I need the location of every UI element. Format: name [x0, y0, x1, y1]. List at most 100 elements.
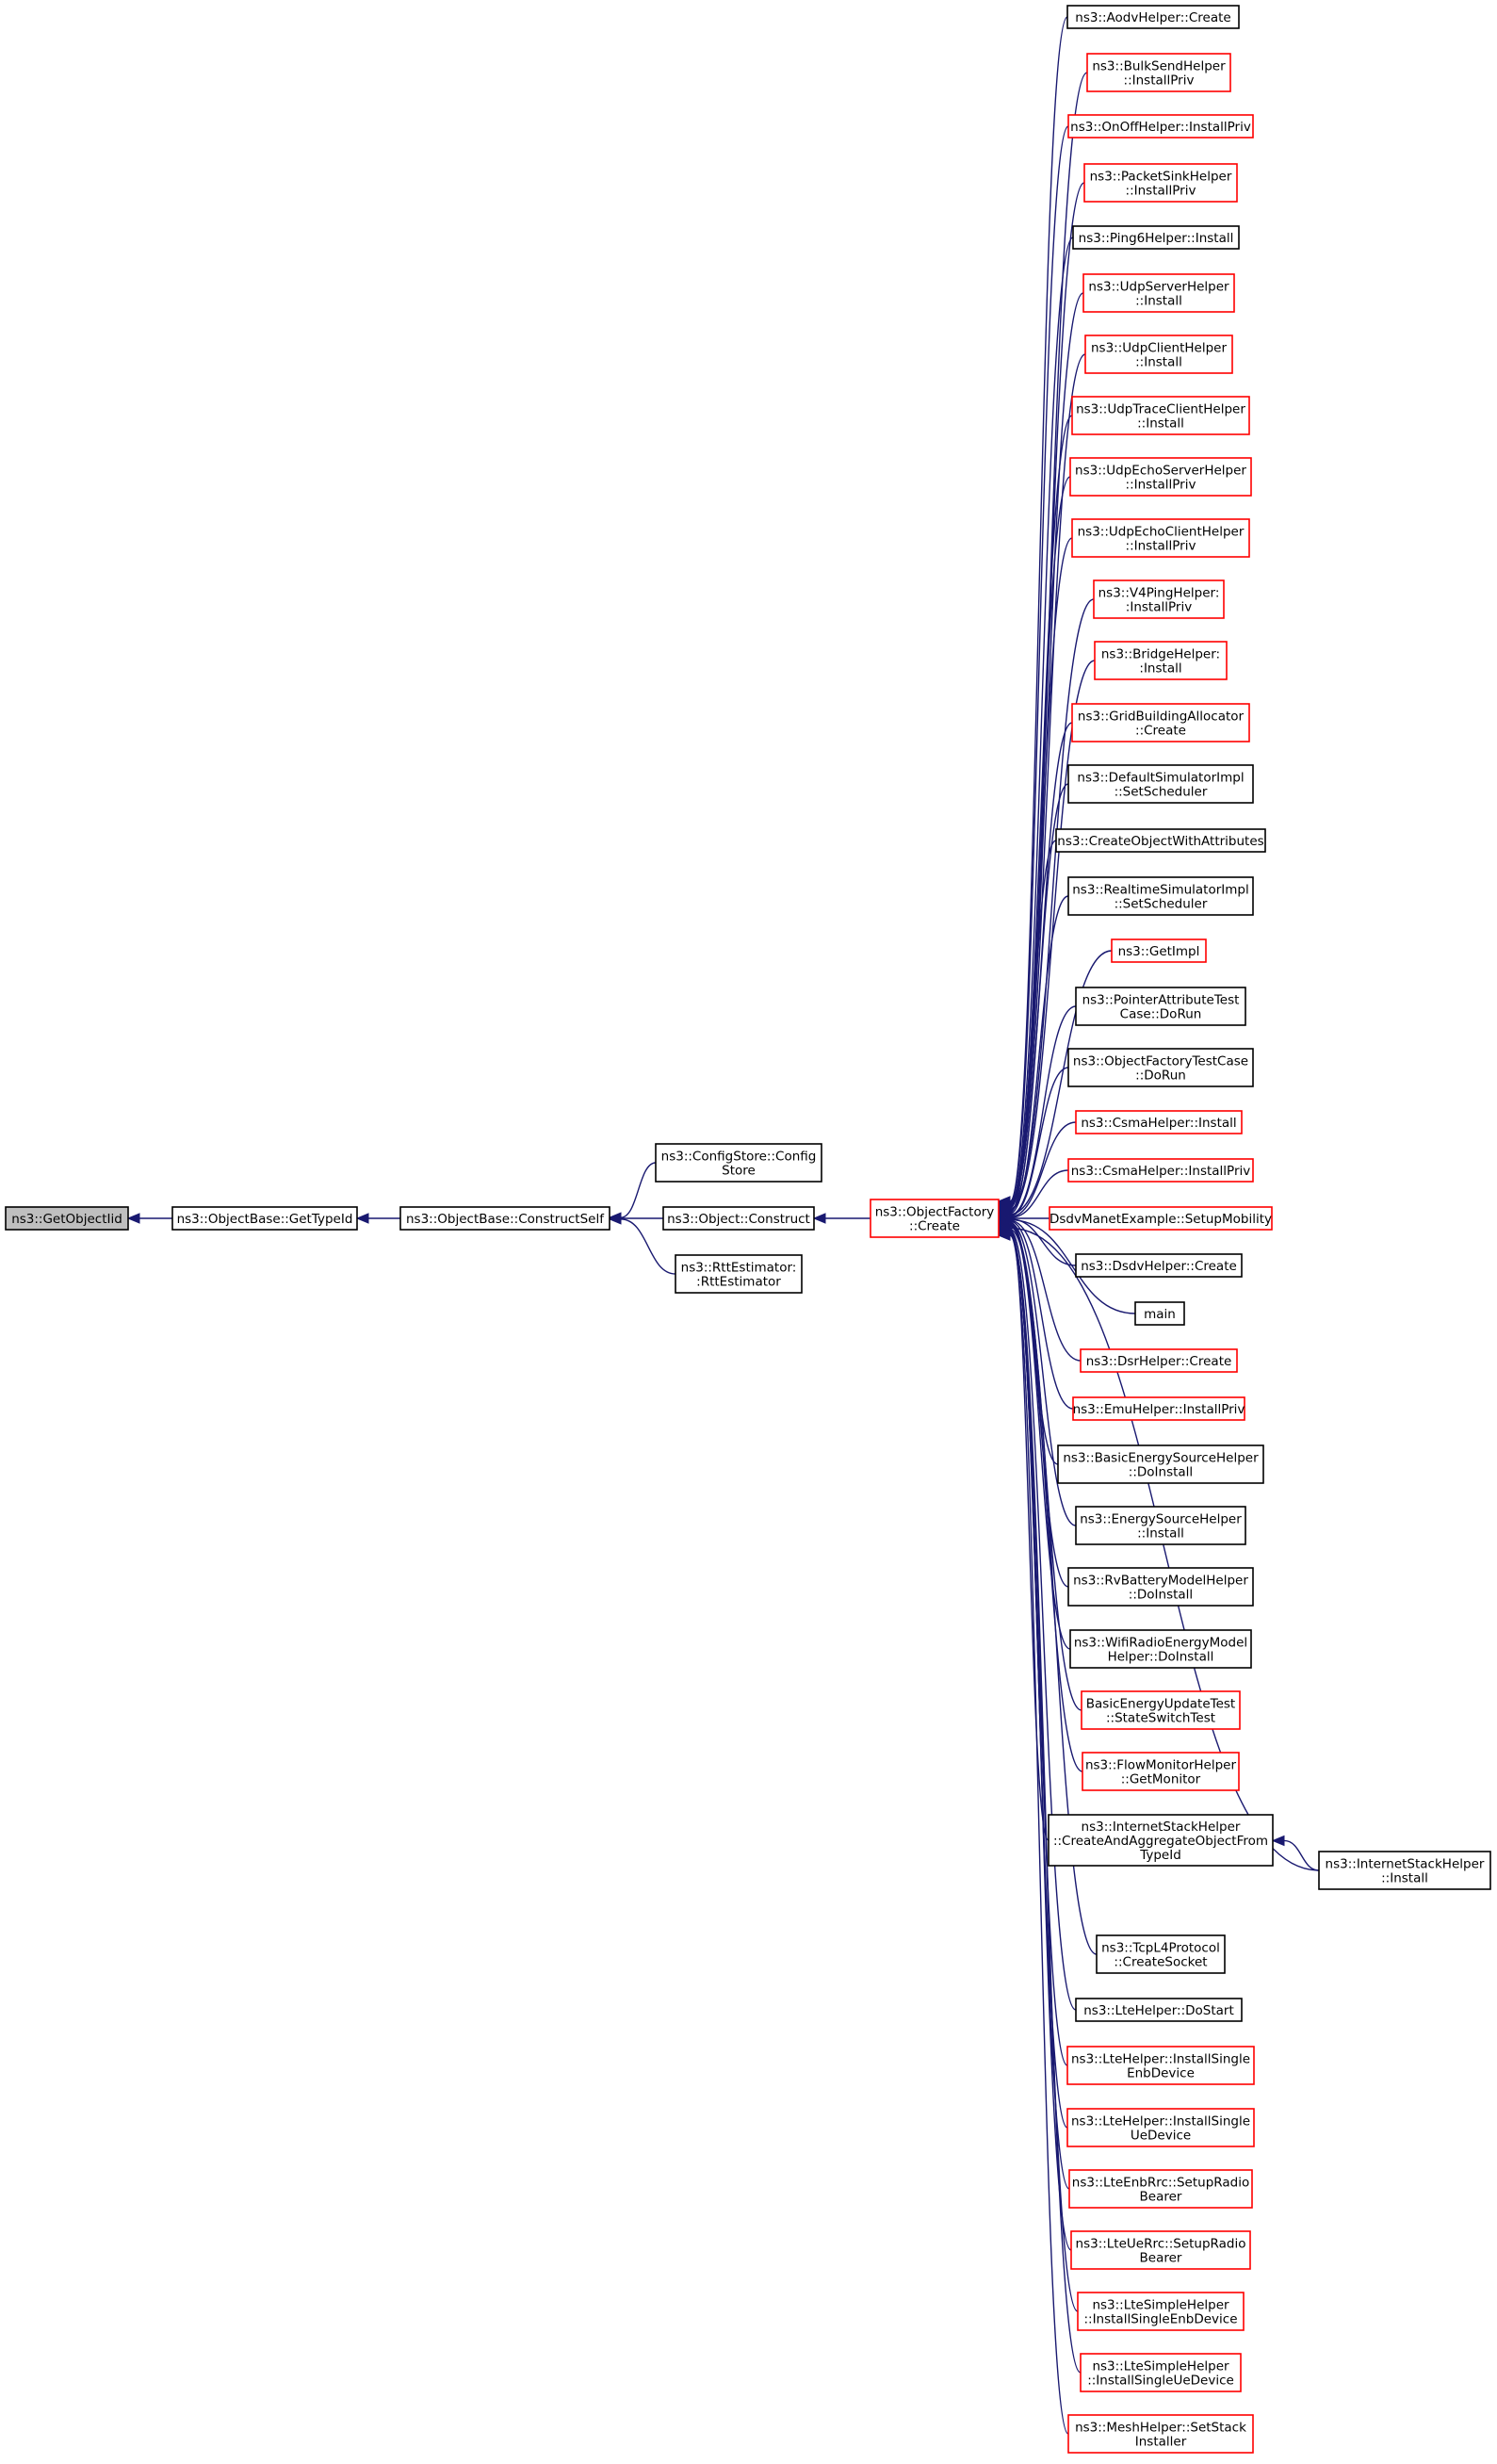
node-label: ns3::GetImpl [1118, 944, 1200, 959]
node-box [171, 1206, 358, 1231]
node-label: :Install [1139, 661, 1181, 677]
node-label: :InstallPriv [1126, 600, 1192, 615]
edge-line [1009, 895, 1069, 1215]
node-createobjectwithattributes[interactable]: ns3::CreateObjectWithAttributes [1055, 828, 1266, 853]
node-label: ns3::CreateObjectWithAttributes [1057, 834, 1263, 849]
node-label: ns3::OnOffHelper::InstallPriv [1070, 120, 1251, 135]
node-label: ::DoRun [1135, 1069, 1186, 1084]
node-emuhelper-installpriv[interactable]: ns3::EmuHelper::InstallPriv [1072, 1396, 1245, 1421]
node-tcpl4protocol-createsocket[interactable]: ns3::TcpL4Protocol::CreateSocket [1096, 1934, 1226, 1974]
node-label: ns3::LteSimpleHelper [1092, 2359, 1229, 2374]
node-objectfactory-create[interactable]: ns3::ObjectFactory::Create [870, 1199, 1000, 1238]
edge-line [1009, 237, 1074, 1205]
node-configstore-configstore[interactable]: ns3::ConfigStore::ConfigStore [655, 1143, 822, 1183]
edge-line [1009, 783, 1069, 1213]
node-box [1082, 273, 1235, 313]
edge-line [1009, 353, 1086, 1206]
edge-line [1009, 1121, 1077, 1218]
node-rvbatterymodelhelper-doinstall[interactable]: ns3::RvBatteryModelHelper::DoInstall [1067, 1567, 1254, 1607]
node-udpserverhelper-install[interactable]: ns3::UdpServerHelper::Install [1082, 273, 1235, 313]
node-energysourcehelper-install[interactable]: ns3::EnergySourceHelper::Install [1075, 1506, 1246, 1545]
node-getobjectiid[interactable]: ns3::GetObjectIid [5, 1206, 129, 1231]
node-label: ::DoInstall [1129, 1465, 1193, 1480]
node-defaultsimulatorimpl-setscheduler[interactable]: ns3::DefaultSimulatorImpl::SetScheduler [1067, 764, 1254, 804]
node-rttestimator-rttestimator[interactable]: ns3::RttEstimator::RttEstimator [675, 1254, 803, 1294]
node-internetstackhelper-createandaggregate[interactable]: ns3::InternetStackHelper::CreateAndAggre… [1048, 1814, 1274, 1867]
edge-arrowhead [355, 1213, 369, 1224]
node-ltesimplehelper-installsingleenbdevice[interactable]: ns3::LteSimpleHelper::InstallSingleEnbDe… [1077, 2292, 1245, 2331]
node-label: ns3::BridgeHelper: [1101, 647, 1220, 662]
node-label: ::SetScheduler [1115, 897, 1208, 912]
node-dsdvhelper-create[interactable]: ns3::DsdvHelper::Create [1075, 1253, 1243, 1278]
node-box [1067, 2414, 1254, 2454]
node-csmahelper-installpriv[interactable]: ns3::CsmaHelper::InstallPriv [1067, 1158, 1254, 1183]
node-label: ::Create [909, 1219, 960, 1234]
node-label: ns3::ObjectBase::ConstructSelf [406, 1212, 605, 1227]
node-label: ns3::ObjectFactory [875, 1205, 995, 1220]
node-object-construct[interactable]: ns3::Object::Construct [662, 1206, 815, 1231]
node-basicenergysourcehelper-doinstall[interactable]: ns3::BasicEnergySourceHelper::DoInstall [1057, 1444, 1264, 1484]
node-main[interactable]: main [1134, 1301, 1185, 1326]
node-aodvhelper-create[interactable]: ns3::AodvHelper::Create [1066, 5, 1240, 29]
node-objectbase-gettypeid[interactable]: ns3::ObjectBase::GetTypeId [171, 1206, 358, 1231]
node-label: ns3::EnergySourceHelper [1080, 1512, 1242, 1527]
node-label: TypeId [1139, 1848, 1181, 1863]
node-label: ns3::LteHelper::InstallSingle [1071, 2052, 1250, 2067]
edge-line [1009, 476, 1071, 1208]
node-box [870, 1199, 1000, 1238]
node-udpechoclienthelper-installpriv[interactable]: ns3::UdpEchoClientHelper::InstallPriv [1071, 518, 1250, 558]
node-packetsinkhelper-installpriv[interactable]: ns3::PacketSinkHelper::InstallPriv [1083, 163, 1238, 203]
call-edge [997, 1230, 1069, 2435]
node-label: ns3::UdpClientHelper [1091, 341, 1227, 356]
node-label: ns3::ObjectBase::GetTypeId [177, 1212, 353, 1227]
node-objectbase-constructself[interactable]: ns3::ObjectBase::ConstructSelf [399, 1206, 610, 1231]
edge-line [1009, 950, 1113, 1216]
node-basicenergyupdatetest-stateswitchtest[interactable]: BasicEnergyUpdateTest::StateSwitchTest [1081, 1690, 1241, 1730]
node-internetstackhelper-install[interactable]: ns3::InternetStackHelper::Install [1318, 1851, 1491, 1890]
node-getimpl[interactable]: ns3::GetImpl [1111, 938, 1207, 963]
node-dsdvmanetexample-setupmobility[interactable]: DsdvManetExample::SetupMobility [1049, 1206, 1273, 1231]
node-wifiradioenergymodelhelper-doinstall[interactable]: ns3::WifiRadioEnergyModelHelper::DoInsta… [1069, 1629, 1252, 1669]
node-box [1049, 1206, 1273, 1231]
node-box [662, 1206, 815, 1231]
node-ltehelper-installsingleenbdevice[interactable]: ns3::LteHelper::InstallSingleEnbDevice [1066, 2046, 1255, 2085]
node-ltesimplehelper-installsingleuedevice[interactable]: ns3::LteSimpleHelper::InstallSingleUeDev… [1080, 2353, 1242, 2392]
node-box [1134, 1301, 1185, 1326]
node-label: BasicEnergyUpdateTest [1086, 1697, 1235, 1712]
node-label: ns3::BasicEnergySourceHelper [1063, 1451, 1259, 1466]
node-ltehelper-dostart[interactable]: ns3::LteHelper::DoStart [1075, 1998, 1243, 2022]
node-label: Installer [1135, 2435, 1187, 2450]
node-box [1067, 114, 1254, 139]
node-ltehelper-installsingleuedevice[interactable]: ns3::LteHelper::InstallSingleUeDevice [1066, 2108, 1255, 2147]
node-udptraceclienthelper-install[interactable]: ns3::UdpTraceClientHelper::Install [1071, 396, 1250, 435]
node-bulksendhelper-installpriv[interactable]: ns3::BulkSendHelper::InstallPriv [1086, 53, 1231, 92]
edge-line [1009, 1234, 1082, 2374]
node-onoffhelper-installpriv[interactable]: ns3::OnOffHelper::InstallPriv [1067, 114, 1254, 139]
node-box [1070, 2230, 1251, 2270]
node-ping6helper-install[interactable]: ns3::Ping6Helper::Install [1072, 225, 1240, 250]
node-box [1071, 703, 1250, 742]
edge-line [1009, 1232, 1072, 2251]
node-csmahelper-install[interactable]: ns3::CsmaHelper::Install [1075, 1110, 1243, 1134]
node-v4pinghelper-installpriv[interactable]: ns3::V4PingHelper::InstallPriv [1093, 579, 1225, 619]
node-label: ::InstallPriv [1126, 184, 1196, 199]
node-udpclienthelper-install[interactable]: ns3::UdpClientHelper::Install [1084, 335, 1233, 374]
node-udpechoserverhelper-installpriv[interactable]: ns3::UdpEchoServerHelper::InstallPriv [1069, 457, 1252, 497]
node-dsrhelper-create[interactable]: ns3::DsrHelper::Create [1080, 1348, 1238, 1373]
node-objectfactorytestcase-dorun[interactable]: ns3::ObjectFactoryTestCase::DoRun [1067, 1048, 1254, 1087]
node-label: ::InstallPriv [1126, 478, 1196, 493]
node-gridbuildingallocator-create[interactable]: ns3::GridBuildingAllocator::Create [1071, 703, 1250, 742]
call-edge [997, 1226, 1068, 2129]
node-box [1075, 987, 1246, 1026]
node-label: ns3::UdpEchoServerHelper [1075, 464, 1246, 479]
node-label: main [1144, 1307, 1176, 1322]
node-realtimesimulatorimpl-setscheduler[interactable]: ns3::RealtimeSimulatorImpl::SetScheduler [1067, 876, 1254, 916]
node-label: ns3::ConfigStore::Config [661, 1150, 817, 1165]
node-box [1057, 1444, 1264, 1484]
node-bridgehelper-install[interactable]: ns3::BridgeHelper::Install [1094, 641, 1228, 680]
node-flowmonitorhelper-getmonitor[interactable]: ns3::FlowMonitorHelper::GetMonitor [1082, 1752, 1240, 1791]
